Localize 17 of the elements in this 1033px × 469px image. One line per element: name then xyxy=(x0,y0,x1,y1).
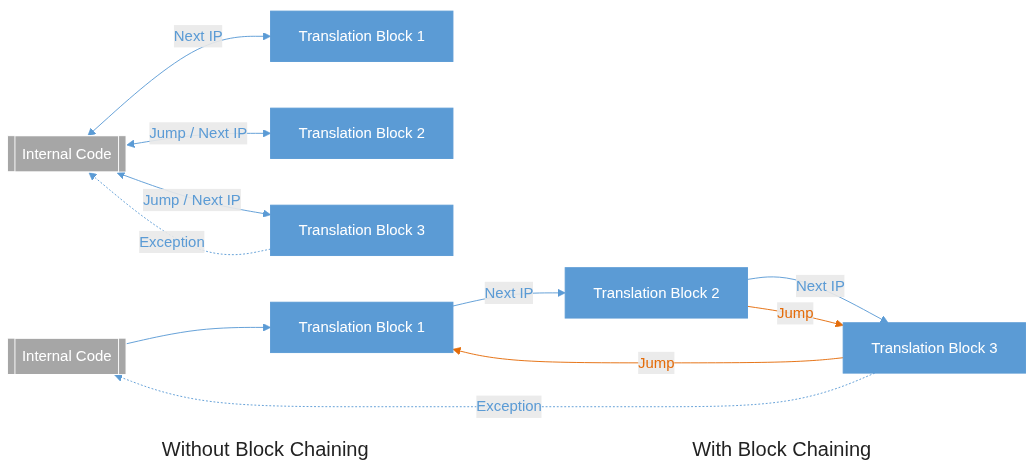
edge-label: Next IP xyxy=(795,277,845,294)
node-box: Translation Block 1 xyxy=(270,301,454,354)
edge-label: Jump / Next IP xyxy=(142,191,241,208)
edge-label: Next IP xyxy=(484,284,534,301)
node-box: Translation Block 2 xyxy=(270,107,454,159)
node-box: Translation Block 3 xyxy=(842,322,1026,374)
edge-label: Jump xyxy=(777,305,814,321)
edge-label: Exception xyxy=(139,233,205,250)
node-box: Translation Block 3 xyxy=(270,204,454,256)
panel-caption: With Block Chaining xyxy=(692,437,872,461)
panel-caption: Without Block Chaining xyxy=(161,437,369,461)
edge-label: Exception xyxy=(476,398,542,415)
edge-label: Jump / Next IP xyxy=(149,124,248,141)
edge-label: Jump xyxy=(638,354,675,371)
edge-label: Next IP xyxy=(173,27,223,44)
node-box: Translation Block 1 xyxy=(270,10,454,62)
node-box: Translation Block 2 xyxy=(564,267,748,319)
